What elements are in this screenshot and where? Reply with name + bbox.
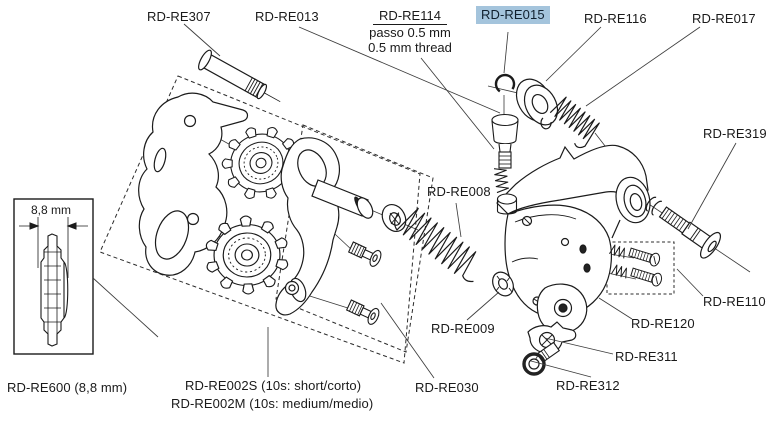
c-clip <box>494 73 516 95</box>
pulley-bolt <box>198 49 281 103</box>
tension-spring <box>394 207 477 283</box>
label-rd-re008: RD-RE008 <box>427 184 491 199</box>
label-rd-re110: RD-RE110 <box>703 294 766 309</box>
label-rd-re600: RD-RE600 (8,8 mm) <box>7 380 128 395</box>
pulley-width-box <box>13 198 94 355</box>
label-rd-re114: RD-RE114 <box>373 8 447 25</box>
label-rd-re009: RD-RE009 <box>431 321 495 336</box>
upper-jockey-pulley <box>221 125 301 201</box>
label-rd-re312: RD-RE312 <box>556 378 620 393</box>
label-rd-re116: RD-RE116 <box>584 11 647 26</box>
spring-washer <box>492 271 514 297</box>
pivot-end-cap <box>381 204 407 232</box>
label-rd-re319: RD-RE319 <box>703 126 767 141</box>
leader-lines <box>92 23 737 379</box>
lower-jockey-pulley <box>204 215 290 295</box>
return-spring <box>549 96 600 149</box>
label-rd-re002m: RD-RE002M (10s: medium/medio) <box>171 396 374 411</box>
label-rd-re002s: RD-RE002S (10s: short/corto) <box>185 378 362 393</box>
adjuster-screw <box>491 113 519 215</box>
label-rd-re114-block: RD-RE114 passo 0.5 mm 0.5 mm thread <box>356 8 464 55</box>
mounting-bolt <box>645 196 722 259</box>
limit-screws <box>609 244 663 287</box>
label-rd-re114-note-en: 0.5 mm thread <box>368 40 452 55</box>
label-rd-re030: RD-RE030 <box>415 380 479 395</box>
label-rd-re120: RD-RE120 <box>631 316 695 331</box>
cage-assembly-dashed-outline <box>99 75 434 364</box>
label-rd-re017: RD-RE017 <box>692 11 756 26</box>
label-rd-re311: RD-RE311 <box>615 349 678 364</box>
label-rd-re013: RD-RE013 <box>255 9 319 24</box>
cage-screws <box>345 241 382 325</box>
label-rd-re114-note-it: passo 0.5 mm <box>369 25 451 40</box>
label-dimension-88mm: 8,8 mm <box>31 203 72 217</box>
outer-cage-plate <box>275 137 374 316</box>
derailleur-body <box>496 144 651 334</box>
label-rd-re307: RD-RE307 <box>147 9 211 24</box>
bushing <box>515 78 559 130</box>
label-rd-re015-highlighted[interactable]: RD-RE015 <box>476 6 550 24</box>
